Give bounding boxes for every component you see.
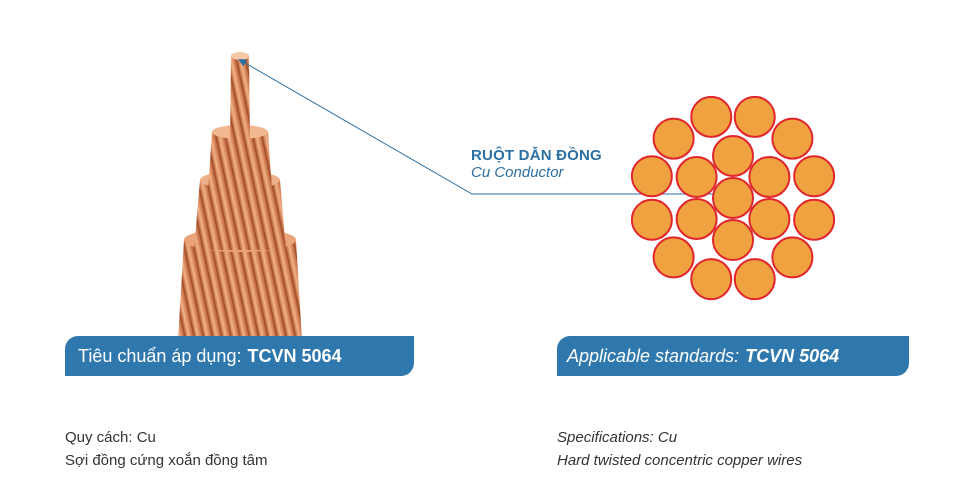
strand-circle xyxy=(748,198,791,240)
strand-circle xyxy=(793,198,836,241)
standard-label-en: Applicable standards: xyxy=(567,346,740,366)
strand-circle xyxy=(712,135,754,177)
strand-circle xyxy=(675,198,718,240)
spec-line-en-2: Hard twisted concentric copper wires xyxy=(557,452,803,469)
strand-circle xyxy=(690,258,733,301)
conductor-cross-section xyxy=(630,95,836,301)
spec-block-vi: Quy cách: Cu Sợi đồng cứng xoắn đồng tâm xyxy=(65,426,268,472)
strand-circle xyxy=(712,177,754,219)
conductor-subtitle: Cu Conductor xyxy=(471,164,564,181)
strand-circle xyxy=(630,198,673,241)
strand-circle xyxy=(712,219,754,261)
strand-circle xyxy=(652,117,695,160)
spec-line-en-1: Specifications: Cu xyxy=(557,429,678,446)
strand-circle xyxy=(771,117,814,160)
strand-circle xyxy=(675,156,718,198)
standard-banner-en: Applicable standards:TCVN 5064 xyxy=(557,336,909,376)
standard-value-vi: TCVN 5064 xyxy=(247,346,342,366)
strand-circle xyxy=(793,155,836,198)
strand-circle xyxy=(652,236,695,279)
copper-cable-image xyxy=(178,52,302,340)
strand-circle xyxy=(733,258,776,301)
spec-line-vi-1: Quy cách: Cu xyxy=(65,429,156,446)
strand-circle xyxy=(771,236,814,279)
conductor-title: RUỘT DẪN ĐỒNG xyxy=(471,147,602,164)
standard-value-en: TCVN 5064 xyxy=(745,346,840,366)
spec-line-vi-2: Sợi đồng cứng xoắn đồng tâm xyxy=(65,452,268,469)
standard-label-vi: Tiêu chuẩn áp dụng: xyxy=(78,346,242,366)
strand-circle xyxy=(630,155,673,198)
standard-banner-vi: Tiêu chuẩn áp dụng:TCVN 5064 xyxy=(65,336,414,376)
spec-block-en: Specifications: Cu Hard twisted concentr… xyxy=(557,426,802,472)
strand-circle xyxy=(733,95,776,138)
strand-circle xyxy=(748,156,791,198)
strand-circle xyxy=(690,95,733,138)
